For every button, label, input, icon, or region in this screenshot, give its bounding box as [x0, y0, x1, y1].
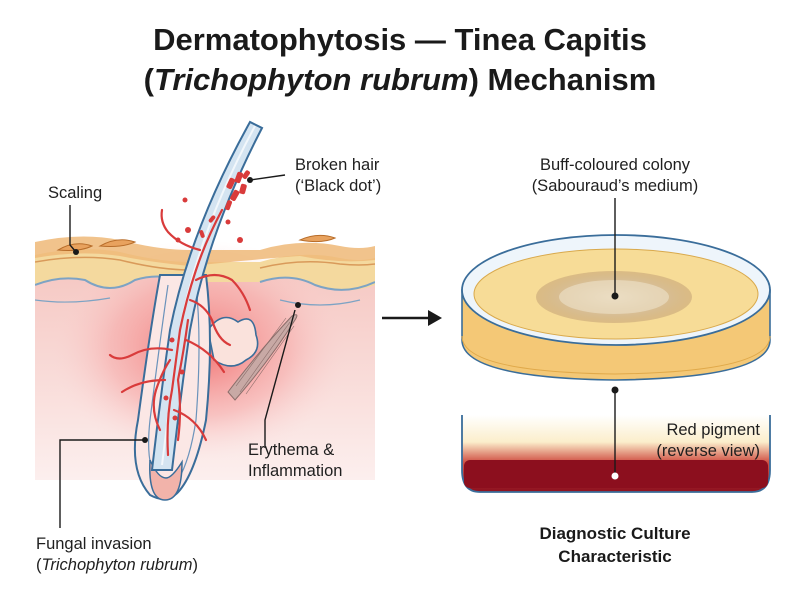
label-buff-colony: Buff-coloured colony (Sabouraud’s medium… [531, 156, 699, 195]
label-erythema: Erythema & Inflammation [248, 441, 343, 480]
broken-hair-fragments [199, 170, 250, 238]
diagnostic-caption: Diagnostic Culture Characteristic [539, 524, 691, 566]
fungal-spores [163, 197, 243, 421]
label-red-pigment: Red pigment (reverse view) [656, 421, 760, 460]
leader-fungal [59, 439, 145, 528]
leader-erythema [264, 309, 296, 448]
scale-flake [98, 239, 137, 247]
scale-flake [56, 243, 94, 251]
title-line-1: Dermatophytosis — Tinea Capitis [153, 22, 647, 57]
sebaceous-gland [207, 316, 259, 367]
hair-bulb [149, 459, 183, 501]
petri-dish [461, 234, 771, 381]
process-arrow [382, 310, 442, 326]
label-broken-hair: Broken hair (‘Black dot’) [295, 156, 382, 195]
title-species: Trichophyton rubrum [153, 62, 469, 97]
scale-flake [298, 234, 337, 243]
label-scaling: Scaling [48, 184, 103, 202]
title-line-2: (Trichophyton rubrum) Mechanism [143, 62, 657, 97]
label-fungal-invasion: Fungal invasion (Trichophyton rubrum) [36, 535, 199, 574]
leader-broken-hair [249, 174, 286, 181]
fungal-hyphae [108, 208, 252, 457]
page-title: Dermatophytosis — Tinea Capitis (Trichop… [0, 20, 800, 100]
leader-scaling [69, 205, 77, 253]
leader-lines [59, 174, 296, 528]
